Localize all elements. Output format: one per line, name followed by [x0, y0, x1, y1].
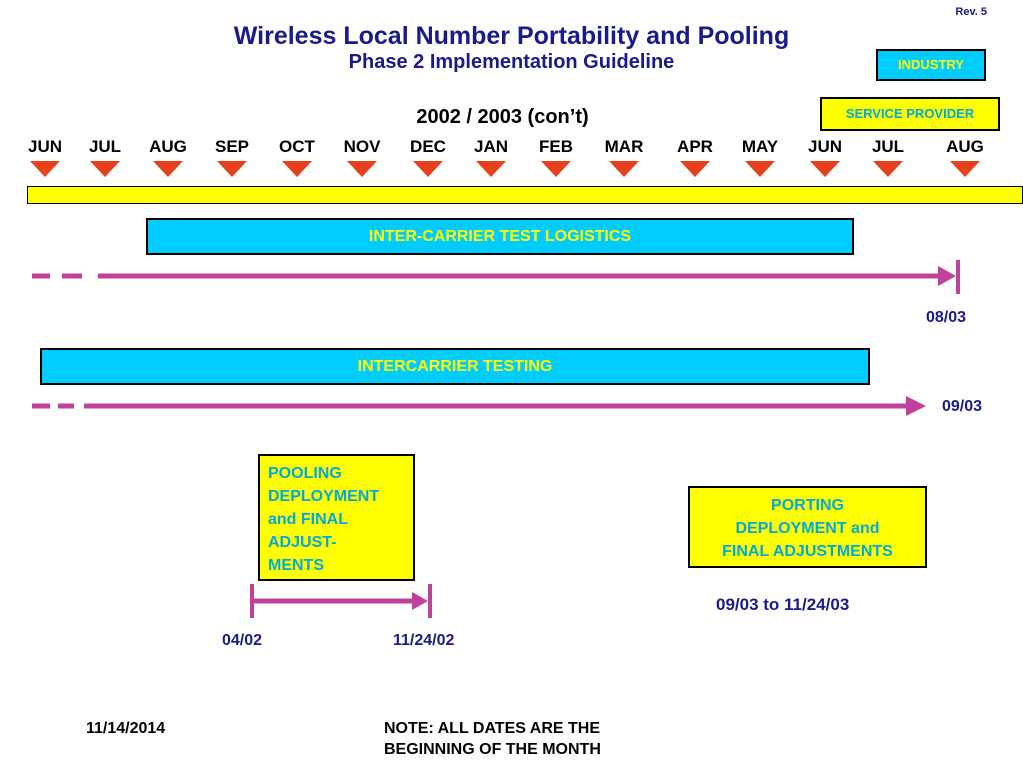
month-label: JUN [807, 137, 842, 156]
month-marker-icon [541, 161, 571, 177]
logistics-arrowhead [938, 266, 956, 286]
legend-service-provider: SERVICE PROVIDER [820, 97, 1000, 131]
porting-deployment-box: PORTING DEPLOYMENT and FINAL ADJUSTMENTS [688, 486, 927, 568]
footer-note-line-1: NOTE: ALL DATES ARE THE [384, 720, 600, 737]
month-label: NOV [343, 137, 381, 156]
month-marker-icon [347, 161, 377, 177]
pooling-deployment-box: POOLING DEPLOYMENT and FINAL ADJUST- MEN… [258, 454, 415, 581]
testing-end-date: 09/03 [942, 398, 983, 415]
month-label: AUG [149, 137, 187, 156]
pooling-line-2: DEPLOYMENT [268, 488, 380, 505]
month-marker-icon [30, 161, 60, 177]
month-label: AUG [946, 137, 984, 156]
month-marker-icon [810, 161, 840, 177]
month-marker-icon [153, 161, 183, 177]
month-label: SEP [214, 137, 250, 156]
footer-note-line-2: BEGINNING OF THE MONTH [384, 741, 601, 758]
logistics-end-date: 08/03 [926, 309, 967, 326]
month-marker-icon [745, 161, 775, 177]
timeline-year: 2002 / 2003 (con’t) [416, 106, 589, 128]
month-label: JUL [871, 137, 905, 156]
pooling-line-4: ADJUST- [268, 534, 337, 551]
pooling-line-5: MENTS [268, 557, 324, 574]
testing-arrowhead [906, 396, 926, 416]
page-title: Wireless Local Number Portability and Po… [233, 22, 790, 50]
legend-industry: INDUSTRY [876, 49, 986, 81]
month-label: OCT [279, 137, 315, 156]
month-label: APR [677, 137, 713, 156]
month-label: MAR [604, 137, 644, 156]
footer-date: 11/14/2014 [86, 720, 166, 737]
month-marker-icon [680, 161, 710, 177]
pooling-line-1: POOLING [268, 465, 342, 482]
month-marker-icon [609, 161, 639, 177]
pooling-arrowhead [412, 592, 428, 610]
month-marker-icon [950, 161, 980, 177]
porting-line-1: PORTING [771, 497, 844, 514]
pooling-start-date: 04/02 [222, 632, 263, 649]
porting-line-2: DEPLOYMENT and [735, 520, 880, 537]
month-label: FEB [539, 137, 573, 156]
month-label: JAN [473, 137, 508, 156]
month-label: JUL [88, 137, 122, 156]
page-subtitle: Phase 2 Implementation Guideline [348, 51, 675, 73]
month-label: JUN [27, 137, 62, 156]
pooling-line-3: and FINAL [268, 511, 348, 528]
month-label: DEC [410, 137, 446, 156]
inter-carrier-logistics-bar: INTER-CARRIER TEST LOGISTICS [146, 218, 854, 255]
month-label: MAY [741, 137, 779, 156]
month-marker-icon [413, 161, 443, 177]
intercarrier-testing-bar: INTERCARRIER TESTING [40, 348, 870, 385]
revision-label: Rev. 5 [955, 6, 987, 18]
porting-line-3: FINAL ADJUSTMENTS [722, 543, 893, 560]
month-marker-icon [282, 161, 312, 177]
porting-date-range: 09/03 to 11/24/03 [716, 595, 850, 614]
pooling-end-date: 11/24/02 [393, 632, 455, 649]
month-marker-icon [217, 161, 247, 177]
month-marker-icon [873, 161, 903, 177]
month-marker-icon [90, 161, 120, 177]
month-marker-icon [476, 161, 506, 177]
